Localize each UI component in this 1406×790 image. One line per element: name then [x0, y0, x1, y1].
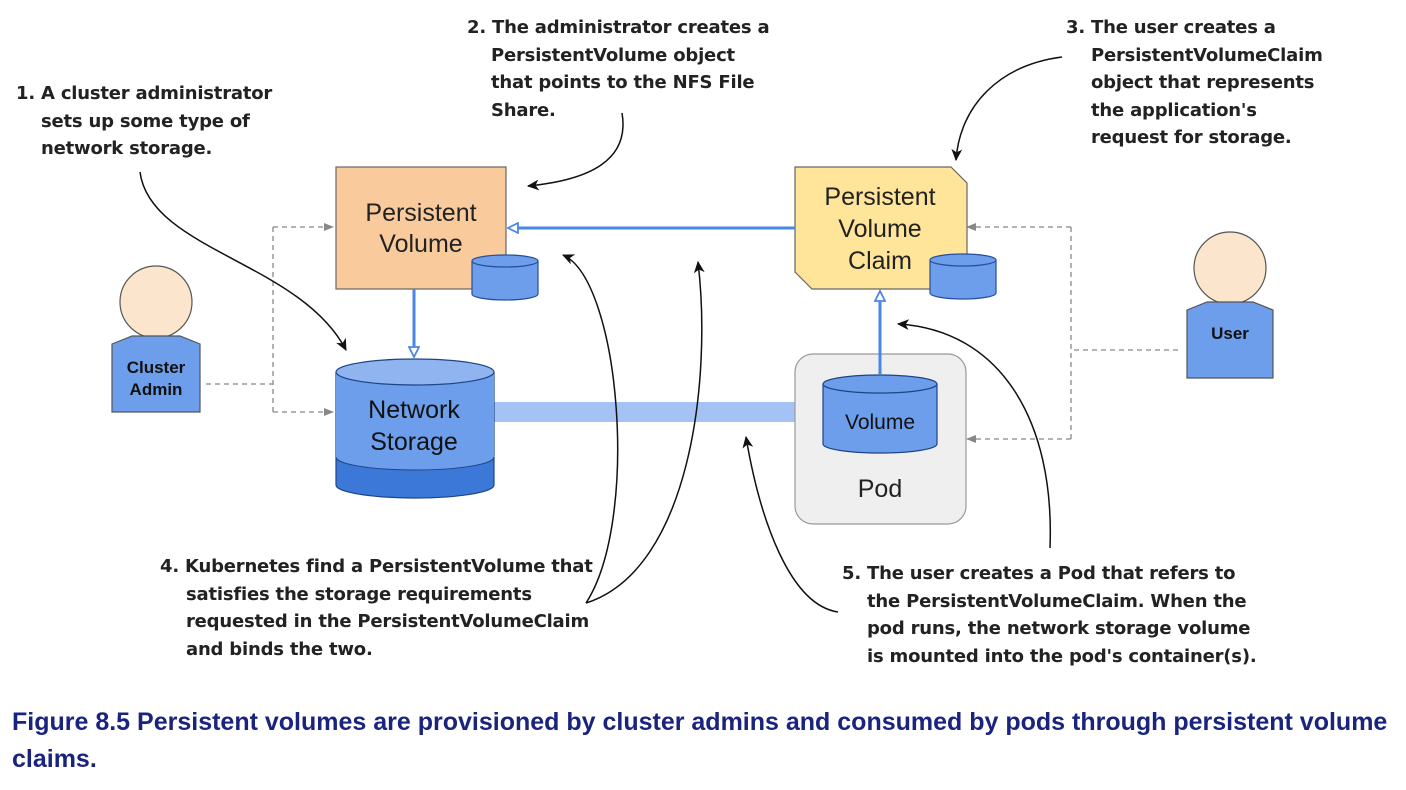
note-binding-line: requested in the PersistentVolumeClaim [186, 611, 590, 632]
pvc-label-line1: Persistent [824, 183, 935, 211]
note4-arrow-a [562, 254, 619, 604]
note-binding-line: satisfies the storage requirements [186, 583, 532, 605]
user-label: User [1211, 324, 1249, 343]
persistent-volume-label-line1: Persistent [365, 199, 476, 227]
note-pvc-create-line: PersistentVolumeClaim [1091, 44, 1323, 66]
note-pv-create: 2. The administrator creates a Persisten… [467, 14, 770, 124]
note-pvc-create-line: 3. The user creates a [1066, 17, 1276, 38]
cluster-admin-head [119, 265, 193, 339]
persistent-volume-node: Persistent Volume [335, 166, 539, 301]
pvc-disk-icon [929, 253, 997, 300]
pvc-label-line2: Volume [838, 215, 921, 243]
pvc-label-line3: Claim [848, 247, 912, 275]
note-admin-setup: 1. A cluster administrator sets up some … [16, 80, 272, 163]
note2-arrow [526, 112, 624, 191]
cluster-admin-label-line1: Cluster [127, 358, 186, 377]
note3-arrow [951, 56, 1063, 162]
note-pv-create-line: 2. The administrator creates a [467, 17, 770, 38]
network-storage-label-line2: Storage [370, 428, 458, 456]
user-head [1193, 231, 1267, 305]
annotation-arrows [139, 56, 1063, 613]
admin-dashed-connectors [206, 223, 334, 416]
user-figure: User [1186, 231, 1274, 379]
user-body [1186, 301, 1274, 379]
network-storage-label-line1: Network [368, 396, 460, 424]
cluster-admin-figure: Cluster Admin [111, 265, 201, 413]
network-storage-node: Network Storage [335, 358, 495, 499]
note-binding-line: and binds the two. [186, 638, 373, 660]
note-pod-create-line: the PersistentVolumeClaim. When the [867, 590, 1247, 612]
note-admin-setup-line: network storage. [41, 138, 213, 159]
note-pod-create: 5. The user creates a Pod that refers to… [842, 560, 1257, 670]
note5-arrow-a [742, 435, 839, 613]
persistent-volume-disk-icon [471, 254, 539, 301]
user-dashed-connectors [966, 223, 1178, 443]
note-pod-create-line: 5. The user creates a Pod that refers to [842, 563, 1236, 584]
note-admin-setup-line: sets up some type of [41, 110, 250, 132]
note-pv-create-line: that points to the NFS File [491, 72, 755, 93]
note-pv-create-line: PersistentVolume object [491, 44, 735, 66]
note-pod-create-line: is mounted into the pod's container(s). [867, 645, 1257, 667]
pod-volume-label: Volume [845, 411, 915, 434]
persistent-volume-label-line2: Volume [379, 230, 462, 258]
note-binding: 4. Kubernetes find a PersistentVolume th… [160, 553, 593, 663]
note-binding-line: 4. Kubernetes find a PersistentVolume th… [160, 556, 593, 577]
cluster-admin-label-line2: Admin [130, 380, 183, 399]
note-pvc-create: 3. The user creates a PersistentVolumeCl… [1066, 14, 1323, 152]
note-pv-create-line: Share. [491, 99, 556, 121]
pod-volume-node: Volume [822, 374, 938, 454]
diagram-canvas: Persistent Volume Persistent Volume Clai… [111, 56, 1274, 613]
note4-arrow-b [585, 260, 705, 604]
note1-arrow [139, 171, 347, 351]
note-pvc-create-line: object that represents [1091, 72, 1315, 93]
note-admin-setup-line: 1. A cluster administrator [16, 83, 273, 104]
cluster-admin-body [111, 335, 201, 413]
pod-label: Pod [858, 475, 902, 503]
note-pvc-create-line: request for storage. [1091, 127, 1292, 148]
note-pvc-create-line: the application's [1091, 99, 1257, 121]
figure-caption: Figure 8.5 Persistent volumes are provis… [12, 708, 1388, 773]
note-pod-create-line: pod runs, the network storage volume [867, 618, 1251, 639]
persistent-volume-claim-node: Persistent Volume Claim [794, 166, 997, 300]
note5-arrow-b [896, 319, 1052, 549]
storage-mount-band [492, 402, 828, 422]
